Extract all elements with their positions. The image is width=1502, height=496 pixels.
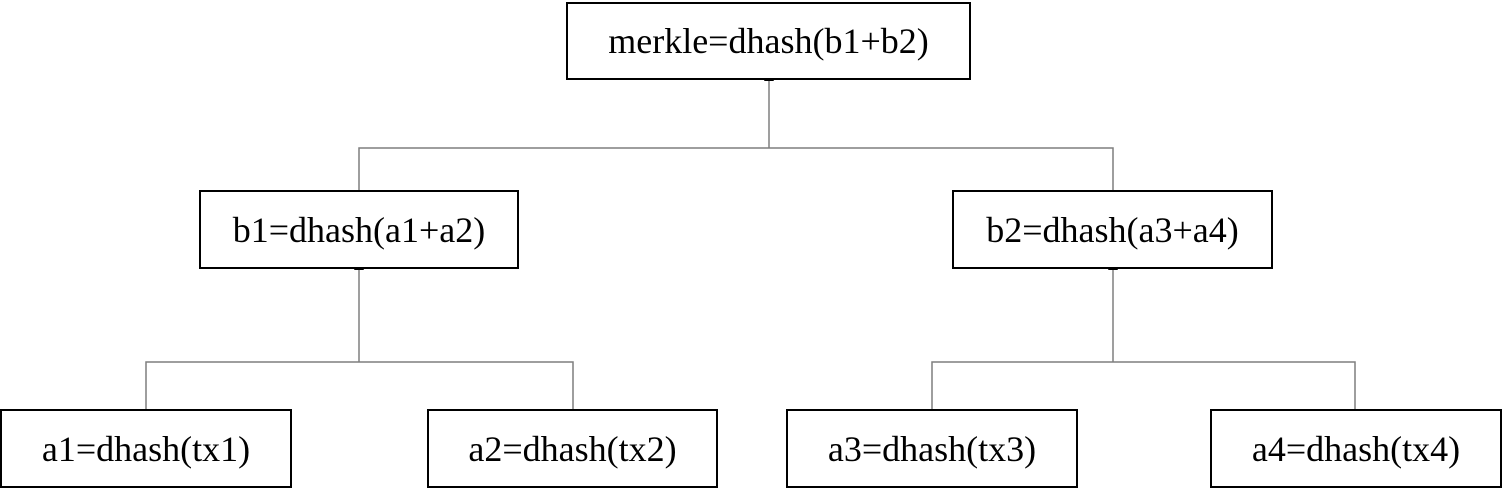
- connector-a1-a2-to-b1: [145, 260, 574, 409]
- edge-a2-to-b1: [359, 361, 574, 409]
- connector-a3-a4-to-b2: [931, 260, 1356, 409]
- edge-b2-to-root: [769, 147, 1114, 190]
- node-b1: b1=dhash(a1+a2): [199, 190, 519, 269]
- node-merkle-root-label: merkle=dhash(b1+b2): [608, 21, 929, 61]
- node-a2: a2=dhash(tx2): [427, 409, 718, 488]
- node-a1: a1=dhash(tx1): [0, 409, 292, 488]
- node-b1-label: b1=dhash(a1+a2): [232, 209, 486, 250]
- edge-a1-to-b1: [145, 361, 359, 409]
- edge-a3-to-b2: [931, 361, 1113, 409]
- node-a3: a3=dhash(tx3): [786, 409, 1078, 488]
- node-a2-label: a2=dhash(tx2): [468, 428, 677, 469]
- node-a4-label: a4=dhash(tx4): [1251, 428, 1461, 469]
- node-b2-label: b2=dhash(a3+a4): [986, 209, 1239, 250]
- edge-b1-to-root: [358, 147, 769, 190]
- edge-a4-to-b2: [1113, 361, 1356, 409]
- node-a4: a4=dhash(tx4): [1210, 409, 1502, 488]
- node-a1-label: a1=dhash(tx1): [41, 428, 251, 469]
- node-b2: b2=dhash(a3+a4): [952, 190, 1273, 269]
- node-merkle-root: merkle=dhash(b1+b2): [566, 2, 971, 80]
- node-a3-label: a3=dhash(tx3): [827, 428, 1037, 469]
- connector-b1-b2-to-root: [358, 71, 1114, 190]
